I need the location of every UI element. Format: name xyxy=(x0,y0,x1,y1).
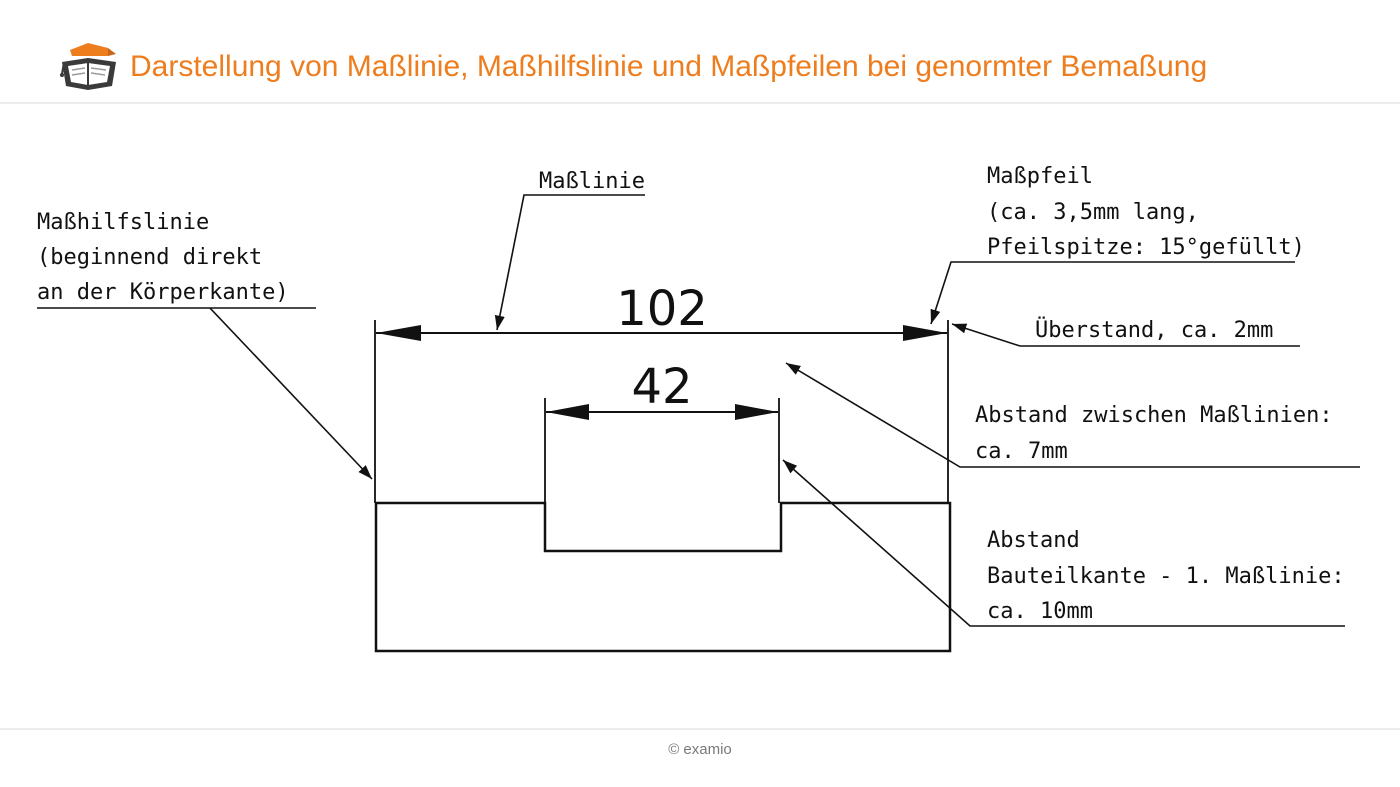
arrowhead-outer-left xyxy=(376,325,421,341)
dimension-value-42: 42 xyxy=(631,359,692,415)
leader-abstand-masslinien xyxy=(785,362,1360,468)
leader-masslinie xyxy=(494,194,645,331)
leader-ueberstand xyxy=(951,323,1300,347)
part-outline xyxy=(374,501,952,653)
arrowhead-inner-left xyxy=(546,404,589,420)
dimension-value-102: 102 xyxy=(616,281,708,337)
label-abstand-bauteilkante: Abstand Bauteilkante - 1. Maßlinie: ca. … xyxy=(987,528,1358,624)
footer-copyright: © examio xyxy=(668,741,732,758)
page-title: Darstellung von Maßlinie, Maßhilfslinie … xyxy=(130,50,1208,83)
label-ueberstand: Überstand, ca. 2mm xyxy=(1035,317,1273,343)
arrowhead-outer-right xyxy=(903,325,947,341)
arrowhead-inner-right xyxy=(735,404,778,420)
label-masspfeil: Maßpfeil (ca. 3,5mm lang, Pfeilspitze: 1… xyxy=(987,164,1305,260)
header: Darstellung von Maßlinie, Maßhilfslinie … xyxy=(0,0,1400,104)
leader-masspfeil xyxy=(930,261,1295,325)
leader-masshilfslinie xyxy=(37,307,373,480)
graduation-cap-book-icon xyxy=(60,43,116,90)
footer-divider xyxy=(0,728,1400,730)
label-masslinie: Maßlinie xyxy=(539,169,645,194)
label-masshilfslinie: Maßhilfslinie (beginnend direkt an der K… xyxy=(37,210,289,305)
label-abstand-masslinien: Abstand zwischen Maßlinien: ca. 7mm xyxy=(975,403,1346,464)
leader-abstand-bauteilkante xyxy=(782,459,1345,627)
